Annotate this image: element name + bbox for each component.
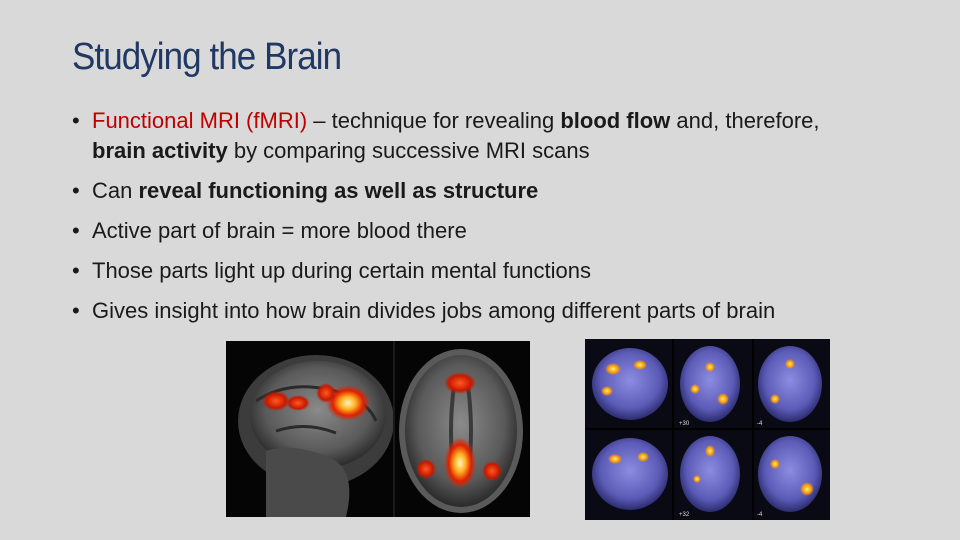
blue-slice-bottom-sagittal (592, 438, 668, 510)
bullet-item: • Those parts light up during certain men… (72, 256, 852, 286)
bullet-dot: • (72, 178, 80, 203)
bullet-dot: • (72, 108, 80, 133)
blue-slice-top-sagittal (592, 348, 668, 420)
bullet-dot: • (72, 298, 80, 323)
bullet-text-run: blood flow (560, 108, 671, 133)
bullet-item: • Active part of brain = more blood there (72, 216, 852, 246)
fmri-image-red-graphic (226, 341, 530, 517)
bullet-text-run: Can (92, 178, 139, 203)
bullet-text-run: Active part of brain = more blood there (92, 218, 467, 243)
bullet-item: • Gives insight into how brain divides jo… (72, 296, 852, 326)
axial-slice (399, 349, 523, 513)
bullet-text-run: reveal functioning as well as structure (138, 178, 539, 203)
fmri-image-blue-graphic: +30 -4 +32 -4 (585, 339, 830, 520)
bullet-text-run: – technique for revealing (307, 108, 561, 133)
fmri-image-blue: +30 -4 +32 -4 (585, 339, 830, 520)
bullet-text-run: by comparing successive MRI scans (227, 138, 590, 163)
bullet-text-run: brain activity (92, 138, 228, 163)
blue-slice-bottom-axial-2 (758, 436, 822, 512)
bullet-text-run: MRI) (259, 108, 308, 133)
bullet-dot: • (72, 218, 80, 243)
bullet-list: • Functional MRI (fMRI) – technique for r… (72, 106, 852, 336)
slide-title: Studying the Brain (72, 36, 342, 78)
slice-label: -4 (757, 512, 763, 518)
slice-label: -4 (757, 421, 763, 427)
bullet-item: • Can reveal functioning as well as struc… (72, 176, 852, 206)
slice-label: +32 (679, 512, 690, 518)
blue-slice-top-axial-1 (680, 346, 740, 422)
bullet-text-run: Those parts light up during certain ment… (92, 258, 591, 283)
fmri-image-red (226, 341, 530, 517)
bullet-text-run: and, therefore, (670, 108, 820, 133)
blue-slice-top-axial-2 (758, 346, 822, 422)
blue-slice-bottom-axial-1 (680, 436, 740, 512)
bullet-dot: • (72, 258, 80, 283)
bullet-item: • Functional MRI (fMRI) – technique for r… (72, 106, 852, 166)
bullet-text-run: Gives insight into how brain divides job… (92, 298, 776, 323)
bullet-text-run: Functional MRI (f (92, 108, 260, 133)
slice-label: +30 (679, 421, 690, 427)
sagittal-slice (238, 355, 394, 517)
